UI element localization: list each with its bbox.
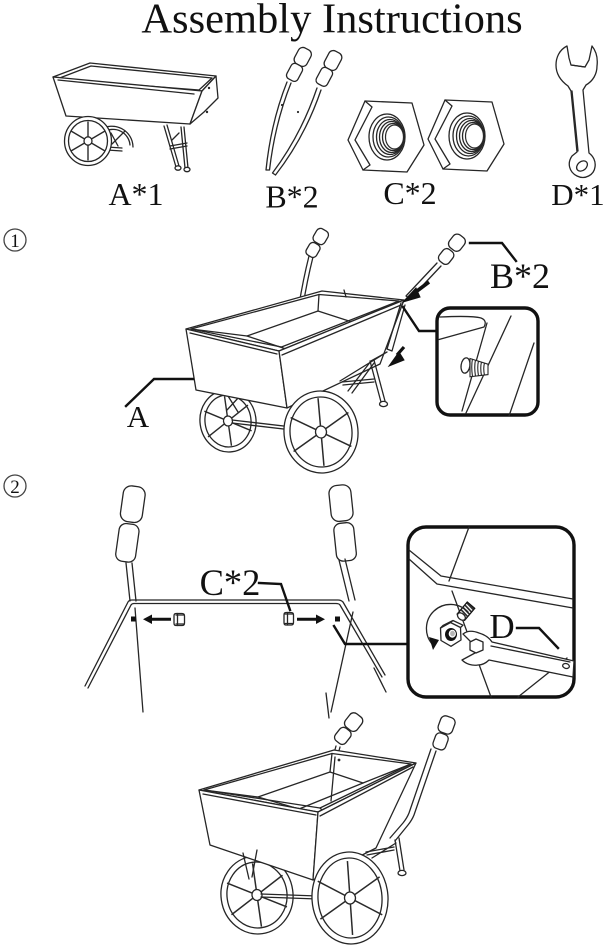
svg-text:A*1: A*1: [108, 176, 163, 212]
svg-text:D: D: [489, 607, 514, 646]
svg-text:2: 2: [10, 477, 20, 498]
svg-text:C*2: C*2: [200, 562, 261, 603]
svg-text:C*2: C*2: [383, 175, 436, 211]
svg-text:A: A: [127, 399, 150, 434]
svg-text:B*2: B*2: [490, 256, 550, 296]
svg-text:Assembly Instructions: Assembly Instructions: [141, 0, 522, 43]
svg-text:B*2: B*2: [265, 179, 318, 215]
svg-text:D*1: D*1: [551, 177, 604, 212]
svg-text:1: 1: [10, 231, 20, 252]
